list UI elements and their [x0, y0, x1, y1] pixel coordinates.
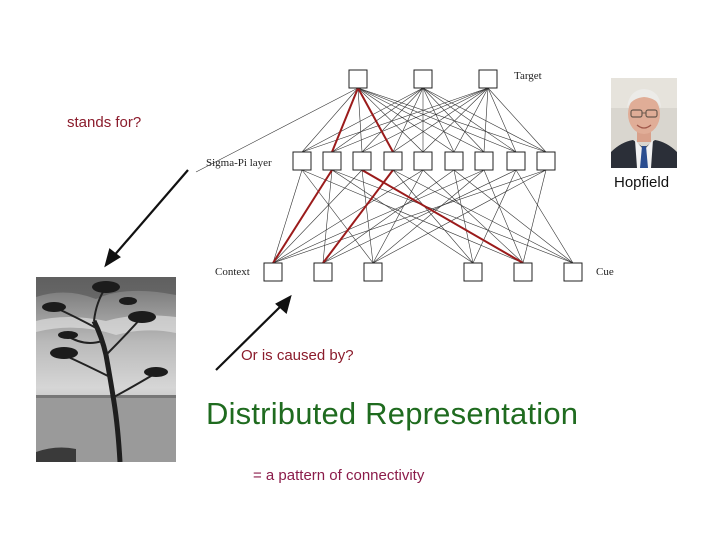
connection-line — [372, 169, 424, 264]
connection-line — [422, 87, 517, 153]
connection-line — [322, 169, 333, 264]
context-layer-label: Context — [215, 266, 250, 278]
highlight-connection — [361, 169, 524, 264]
context-node — [513, 262, 533, 282]
hidden-node — [413, 151, 433, 171]
arrows — [104, 169, 292, 371]
caused-by-arrowhead — [275, 294, 292, 315]
connection-line — [331, 87, 489, 153]
hidden-node — [322, 151, 342, 171]
connection-line — [422, 87, 547, 153]
highlight-connection — [272, 169, 333, 264]
connection-line — [487, 87, 517, 153]
connection-line — [301, 87, 424, 153]
connection-line — [392, 169, 474, 264]
connection-line — [272, 169, 363, 264]
context-node — [363, 262, 383, 282]
connection-line — [522, 169, 547, 264]
context-node — [313, 262, 333, 282]
stands-for-arrow-line — [111, 169, 189, 259]
slide-title: Distributed Representation — [206, 396, 579, 431]
connection-line — [195, 87, 359, 173]
stands-for-label: stands for? — [67, 114, 142, 131]
connection-line — [392, 87, 424, 153]
hidden-node — [352, 151, 372, 171]
connection-line — [392, 169, 574, 264]
highlight-connection — [331, 87, 359, 153]
connection-line — [361, 169, 374, 264]
hidden-node — [536, 151, 556, 171]
stands-for-arrowhead — [104, 248, 121, 268]
connection-line — [357, 87, 517, 153]
slide-subtitle: = a pattern of connectivity — [253, 467, 425, 484]
connection-line — [453, 169, 474, 264]
connection-line — [472, 169, 517, 264]
hopfield-portrait — [611, 78, 677, 168]
hidden-node — [383, 151, 403, 171]
highlight-connections — [272, 87, 524, 264]
connection-line — [322, 169, 455, 264]
connection-line — [453, 87, 489, 153]
connection-line — [272, 169, 485, 264]
hidden-node — [444, 151, 464, 171]
connection-line — [422, 87, 455, 153]
connection-line — [361, 87, 489, 153]
hidden-node — [474, 151, 494, 171]
connection-line — [487, 87, 547, 153]
connection-line — [272, 169, 547, 264]
connection-line — [372, 169, 485, 264]
connection-line — [301, 169, 374, 264]
tree-photo — [36, 277, 176, 462]
connection-line — [301, 87, 359, 153]
connection-line — [422, 87, 489, 153]
connection-line — [483, 169, 524, 264]
target-node — [348, 69, 368, 89]
connection-line — [301, 87, 489, 153]
portrait-caption: Hopfield — [614, 174, 670, 191]
connection-line — [357, 87, 485, 153]
connection-line — [372, 169, 547, 264]
connection-line — [361, 87, 424, 153]
connection-line — [483, 87, 489, 153]
connection-line — [422, 169, 524, 264]
thin-connections — [195, 87, 574, 264]
target-layer-label: Target — [514, 70, 542, 82]
target-node — [478, 69, 498, 89]
target-node — [413, 69, 433, 89]
connection-line — [357, 87, 363, 153]
connection-line — [331, 87, 424, 153]
context-node — [263, 262, 283, 282]
connection-line — [331, 169, 474, 264]
connection-line — [301, 169, 524, 264]
connection-line — [357, 87, 424, 153]
connection-line — [272, 169, 424, 264]
connection-line — [322, 169, 517, 264]
caused-by-label: Or is caused by? — [241, 347, 354, 364]
connection-line — [422, 87, 485, 153]
hidden-node — [506, 151, 526, 171]
highlight-connection — [357, 87, 394, 153]
connection-line — [357, 87, 455, 153]
hidden-layer-label: Sigma-Pi layer — [206, 157, 272, 169]
context-node — [463, 262, 483, 282]
caused-by-arrow-line — [215, 303, 284, 371]
connection-line — [453, 169, 574, 264]
connection-line — [392, 87, 489, 153]
connection-line — [515, 169, 574, 264]
connection-line — [331, 169, 574, 264]
cue-layer-label: Cue — [596, 266, 614, 278]
network-nodes — [263, 69, 583, 282]
connection-line — [272, 169, 303, 264]
hidden-node — [292, 151, 312, 171]
connection-line — [357, 87, 547, 153]
context-node — [563, 262, 583, 282]
highlight-connection — [322, 169, 394, 264]
